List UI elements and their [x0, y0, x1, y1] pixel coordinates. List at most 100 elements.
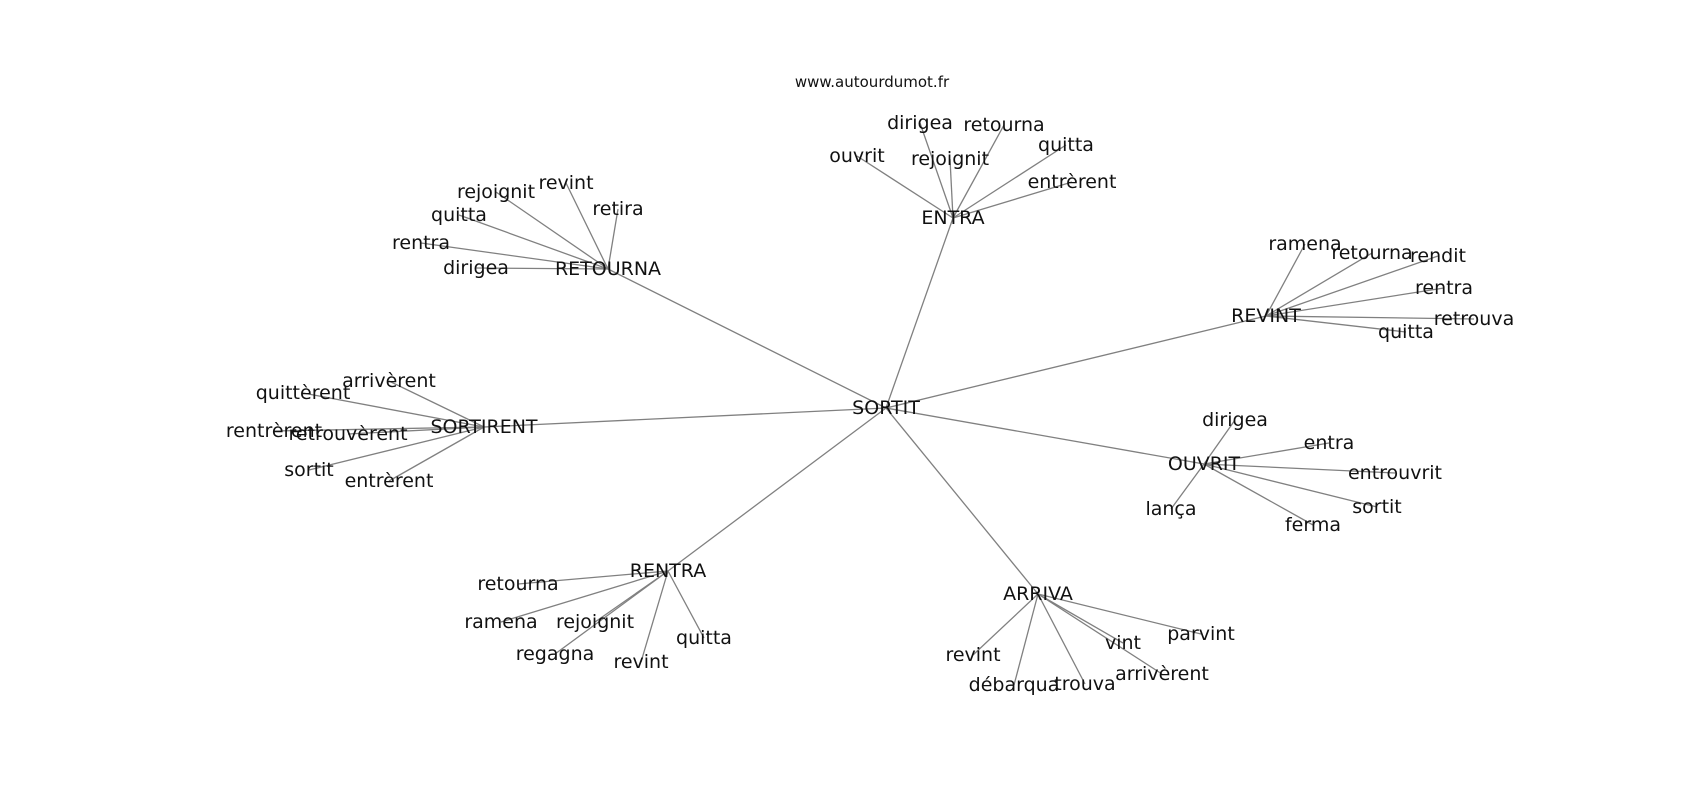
- edge-center-hub: [667, 407, 887, 572]
- leaf-node-label: vint: [1105, 632, 1141, 654]
- leaf-node-label: rejoignit: [911, 148, 989, 170]
- leaf-node-label: revint: [538, 172, 593, 194]
- edge-hub-leaf: [1265, 315, 1407, 333]
- edge-hub-leaf: [1265, 252, 1373, 317]
- edge-hub-leaf: [1203, 463, 1378, 508]
- edge-hub-leaf: [1013, 593, 1039, 686]
- graph-labels: www.autourdumot.fr SORTIT dirigea retourna…: [226, 73, 1514, 696]
- edge-hub-leaf: [565, 182, 609, 270]
- edge-center-hub: [885, 407, 1205, 465]
- leaf-node-label: retrouva: [1434, 308, 1514, 330]
- edge-hub-leaf: [495, 191, 609, 270]
- edge-hub-leaf: [458, 214, 609, 270]
- edge-hub-leaf: [1203, 442, 1330, 465]
- leaf-node-label: trouva: [1054, 673, 1115, 695]
- edge-hub-leaf: [949, 158, 954, 219]
- leaf-node-label: retrouvèrent: [288, 423, 407, 445]
- leaf-node-label: quitta: [1378, 321, 1434, 343]
- leaf-node-label: rentra: [392, 232, 450, 254]
- edge-hub-leaf: [1265, 315, 1475, 320]
- leaf-node-label: entra: [1304, 432, 1355, 454]
- leaf-node-label: quittèrent: [256, 382, 351, 404]
- edge-hub-leaf: [1265, 255, 1439, 317]
- edge-hub-leaf: [919, 122, 954, 219]
- center-node-label: SORTIT: [852, 397, 920, 419]
- leaf-node-label: retourna: [963, 114, 1044, 136]
- edge-hub-leaf: [1203, 463, 1396, 474]
- edge-hub-leaf: [500, 570, 669, 623]
- hub-node-label: SORTIRENT: [430, 416, 537, 438]
- edge-hub-leaf: [388, 426, 485, 482]
- edge-hub-leaf: [420, 242, 609, 270]
- leaf-node-label: quitta: [676, 627, 732, 649]
- edge-hub-leaf: [1037, 593, 1202, 635]
- leaf-node-label: quitta: [431, 204, 487, 226]
- edge-hub-leaf: [1037, 593, 1124, 644]
- edge-hub-leaf: [302, 392, 485, 428]
- leaf-node-label: rentra: [1415, 277, 1473, 299]
- leaf-node-label: retourna: [477, 573, 558, 595]
- hub-node-label: RENTRA: [630, 560, 706, 582]
- edge-hub-leaf: [1170, 463, 1205, 510]
- hub-node-label: ENTRA: [921, 207, 984, 229]
- edge-hub-leaf: [952, 144, 1067, 219]
- leaf-node-label: parvint: [1167, 623, 1235, 645]
- edge-center-hub: [483, 407, 887, 428]
- leaf-node-label: rejoignit: [556, 611, 634, 633]
- leaf-node-label: arrivèrent: [1115, 663, 1209, 685]
- leaf-node-label: sortit: [284, 459, 334, 481]
- leaf-node-label: sortit: [1352, 496, 1402, 518]
- edge-hub-leaf: [1037, 593, 1086, 685]
- edge-hub-leaf: [972, 593, 1039, 656]
- leaf-node-label: regagna: [516, 643, 595, 665]
- hub-node-label: ARRIVA: [1003, 583, 1073, 605]
- leaf-node-label: quitta: [1038, 134, 1094, 156]
- leaf-node-label: dirigea: [887, 112, 953, 134]
- graph-edges: [273, 122, 1475, 686]
- leaf-node-label: revint: [613, 651, 668, 673]
- leaf-node-label: rendit: [1410, 245, 1466, 267]
- edge-hub-leaf: [952, 181, 1073, 219]
- edge-hub-leaf: [1265, 243, 1306, 317]
- edge-hub-leaf: [952, 124, 1005, 219]
- edge-hub-leaf: [1037, 593, 1163, 675]
- leaf-node-label: dirigea: [443, 257, 509, 279]
- edge-hub-leaf: [475, 267, 609, 270]
- edge-center-hub: [607, 268, 887, 409]
- leaf-node-label: retira: [592, 198, 643, 220]
- leaf-node-label: revint: [945, 644, 1000, 666]
- hub-node-label: REVINT: [1231, 305, 1301, 327]
- leaf-node-label: dirigea: [1202, 409, 1268, 431]
- edge-center-hub: [885, 315, 1267, 409]
- edge-hub-leaf: [388, 380, 485, 428]
- edge-center-hub: [885, 407, 1039, 595]
- leaf-node-label: rentrèrent: [226, 420, 322, 442]
- edge-hub-leaf: [1203, 463, 1314, 526]
- leaf-node-label: retourna: [1331, 242, 1412, 264]
- leaf-node-label: arrivèrent: [342, 370, 436, 392]
- edge-hub-leaf: [273, 426, 485, 432]
- leaf-node-label: ouvrit: [829, 145, 884, 167]
- leaf-node-label: entrouvrit: [1348, 462, 1442, 484]
- leaf-node-label: ferma: [1285, 514, 1341, 536]
- edge-hub-leaf: [1265, 287, 1445, 317]
- site-label: www.autourdumot.fr: [795, 73, 950, 91]
- leaf-node-label: entrèrent: [345, 470, 434, 492]
- edge-hub-leaf: [554, 570, 669, 655]
- edge-hub-leaf: [308, 426, 485, 471]
- edge-hub-leaf: [667, 570, 705, 639]
- leaf-node-label: entrèrent: [1028, 171, 1117, 193]
- edge-hub-leaf: [347, 426, 485, 435]
- leaf-node-label: ramena: [1268, 233, 1341, 255]
- edge-center-hub: [885, 217, 954, 409]
- edge-hub-leaf: [856, 155, 954, 219]
- hub-node-label: RETOURNA: [555, 258, 661, 280]
- edge-hub-leaf: [1203, 419, 1236, 465]
- leaf-node-label: ramena: [464, 611, 537, 633]
- edge-hub-leaf: [607, 208, 619, 270]
- leaf-node-label: lança: [1145, 498, 1196, 520]
- leaf-node-label: débarqua: [969, 674, 1060, 696]
- hub-node-label: OUVRIT: [1168, 453, 1241, 475]
- edge-hub-leaf: [640, 570, 669, 663]
